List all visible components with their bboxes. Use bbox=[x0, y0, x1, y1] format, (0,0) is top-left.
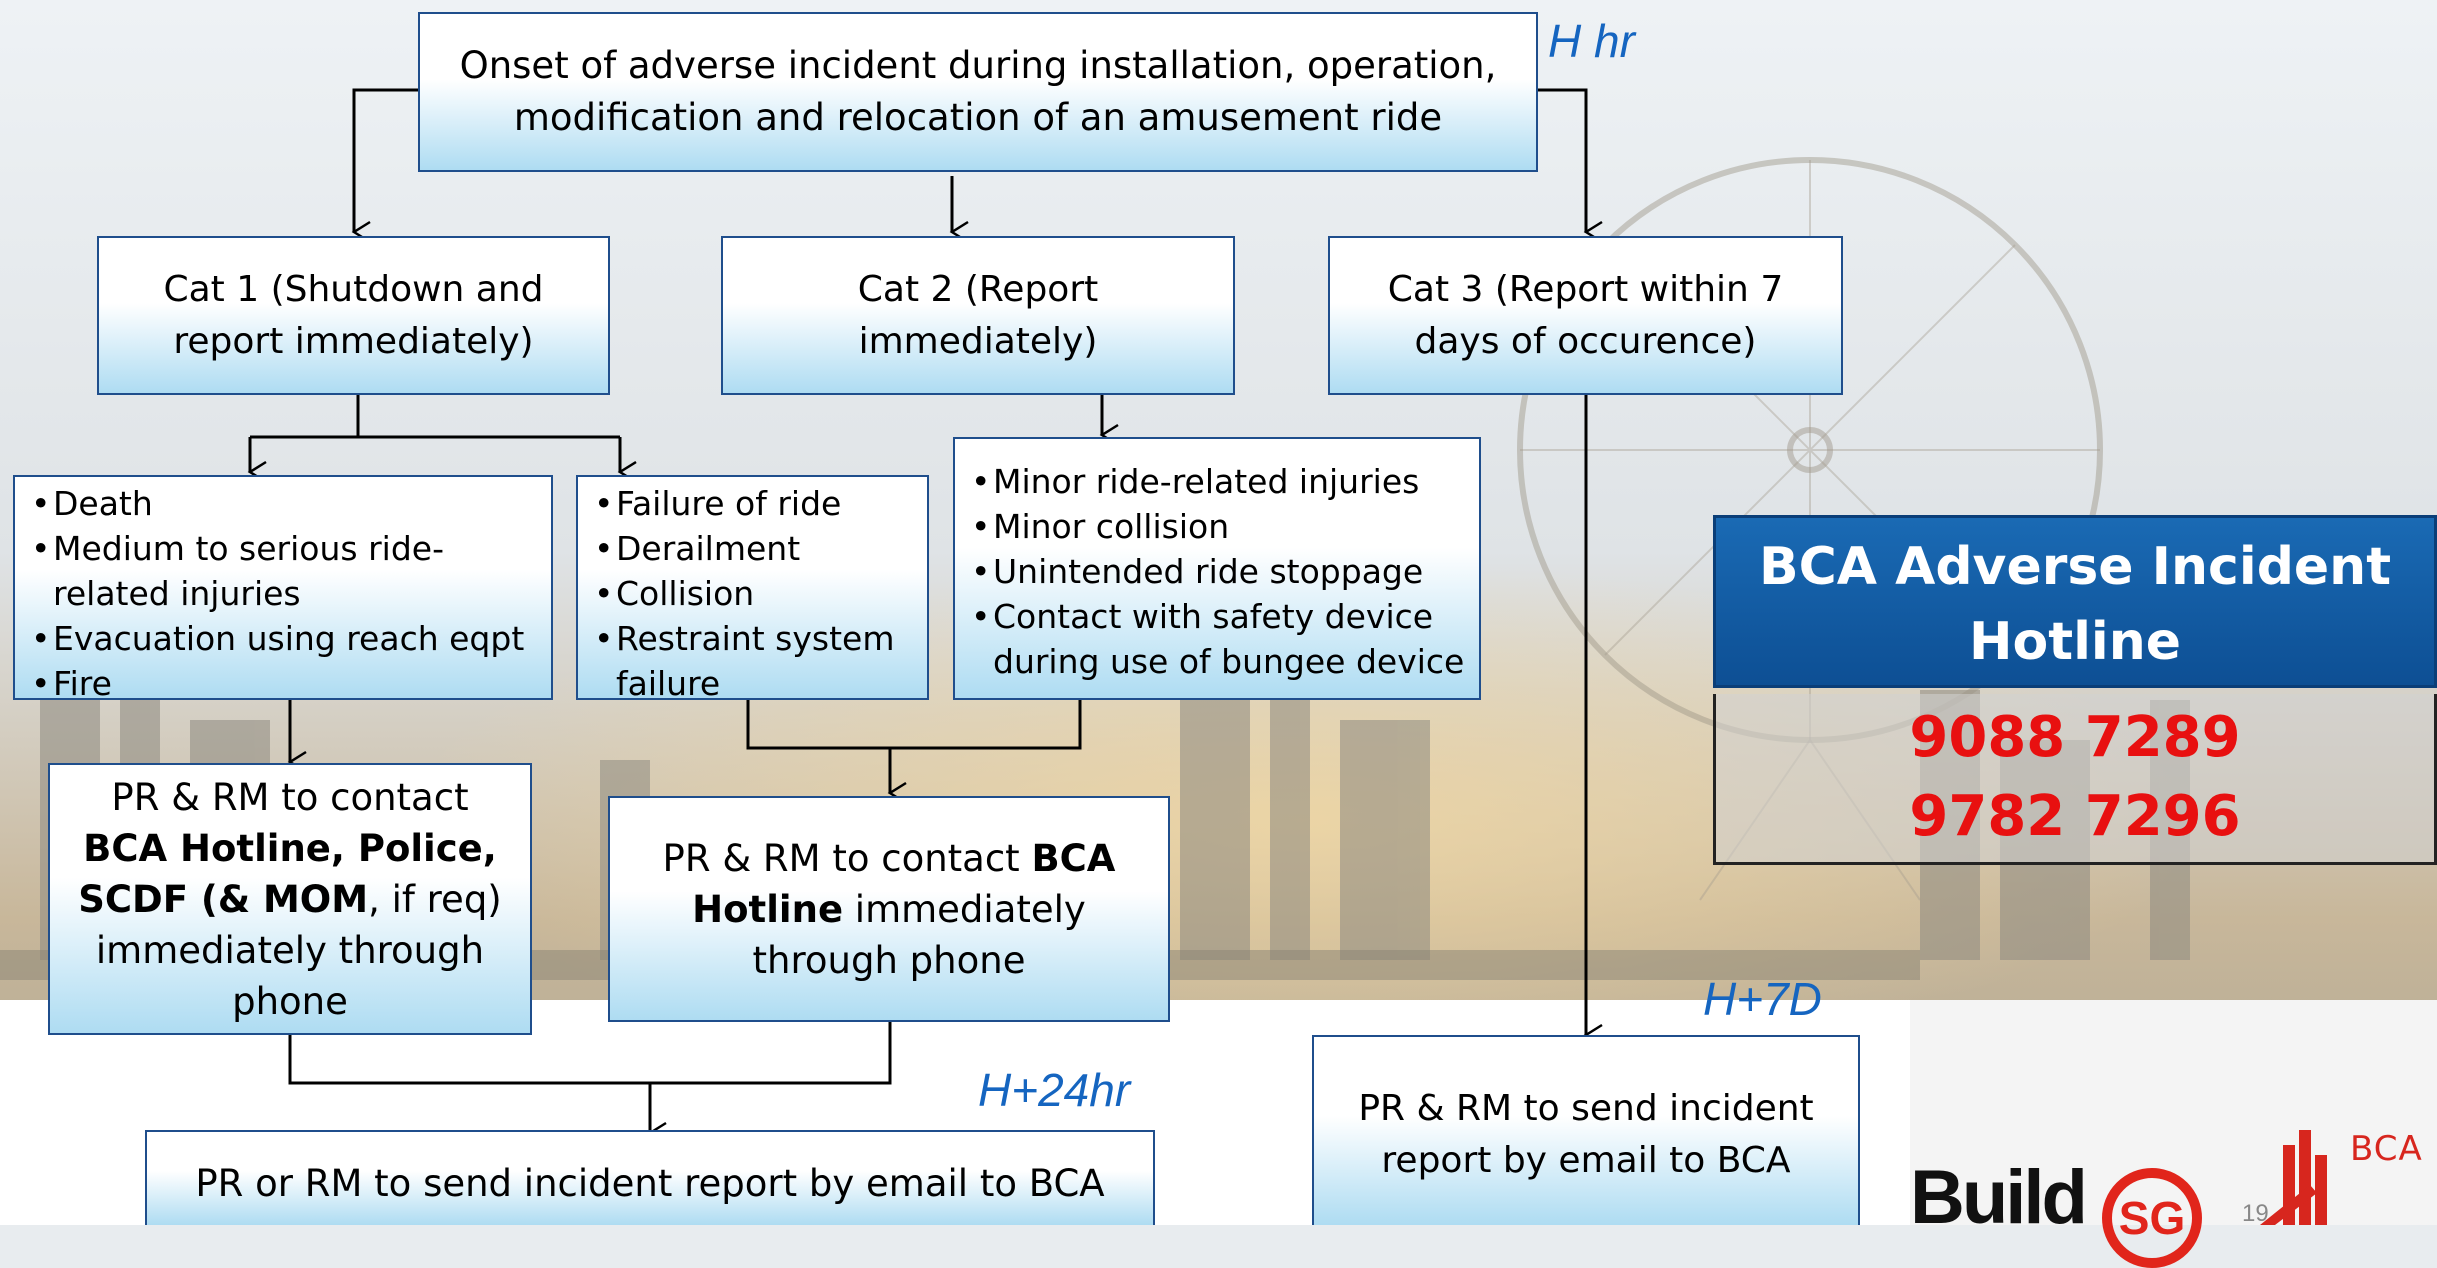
connector-lines bbox=[247, 88, 1603, 1145]
hotline-numbers: 9088 7289 9782 7296 bbox=[1713, 694, 2437, 865]
buildsg-logo-circle: SG bbox=[2102, 1168, 2202, 1268]
cat1-contact-box: PR & RM to contact BCA Hotline, Police, … bbox=[48, 763, 532, 1035]
hotline-number: 9088 7289 bbox=[1909, 705, 2241, 770]
cat1-text: Cat 1 (Shutdown and report immediately) bbox=[163, 268, 544, 362]
email-report-24hr-box: PR or RM to send incident report by emai… bbox=[145, 1130, 1155, 1225]
email-report-7d-box: PR & RM to send incident report by email… bbox=[1312, 1035, 1860, 1225]
cat2-contact-box: PR & RM to contact BCA Hotline immediate… bbox=[608, 796, 1170, 1022]
cat2-box: Cat 2 (Report immediately) bbox=[721, 236, 1235, 395]
list-item: Fire bbox=[27, 661, 541, 706]
time-label-h7d: H+7D bbox=[1703, 973, 1822, 1025]
email-report-24hr-text: PR or RM to send incident report by emai… bbox=[195, 1162, 1105, 1205]
cat1-box: Cat 1 (Shutdown and report immediately) bbox=[97, 236, 610, 395]
cat1-contact-text: PR & RM to contact BCA Hotline, Police, … bbox=[78, 775, 502, 1023]
bca-logo-text: BCA bbox=[2350, 1129, 2423, 1169]
list-item: Failure of ride bbox=[590, 481, 917, 526]
hotline-title: BCA Adverse Incident Hotline bbox=[1713, 515, 2437, 688]
bca-logo-mark-icon bbox=[2260, 1130, 2327, 1225]
cat2-text: Cat 2 (Report immediately) bbox=[857, 268, 1099, 362]
onset-box: Onset of adverse incident during install… bbox=[418, 12, 1538, 172]
cat1-examples-box: Death Medium to serious ride-related inj… bbox=[13, 475, 553, 706]
buildsg-logo: Build SG bbox=[1910, 1160, 2220, 1268]
cat3-text: Cat 3 (Report within 7 days of occurence… bbox=[1387, 268, 1784, 362]
onset-text: Onset of adverse incident during install… bbox=[459, 44, 1497, 139]
email-report-7d-text: PR & RM to send incident report by email… bbox=[1358, 1088, 1814, 1181]
cat2-examples-box-b: Minor ride-related injuries Minor collis… bbox=[953, 437, 1481, 700]
list-item: Evacuation using reach eqpt bbox=[27, 616, 541, 661]
cat2-contact-text: PR & RM to contact BCA Hotline immediate… bbox=[662, 836, 1116, 982]
time-label-h: H hr bbox=[1548, 15, 1635, 67]
buildsg-logo-text: Build bbox=[1910, 1155, 2088, 1240]
list-item: Collision bbox=[590, 571, 917, 616]
list-item: Medium to serious ride-related injuries bbox=[27, 526, 541, 616]
cat2-examples-box-a: Failure of ride Derailment Collision Res… bbox=[576, 475, 929, 703]
hotline-panel: BCA Adverse Incident Hotline 9088 7289 9… bbox=[1713, 515, 2437, 865]
list-item: Minor ride-related injuries bbox=[967, 459, 1469, 504]
list-item: Contact with safety device during use of… bbox=[967, 594, 1469, 684]
list-item: Derailment bbox=[590, 526, 917, 571]
cat3-box: Cat 3 (Report within 7 days of occurence… bbox=[1328, 236, 1843, 395]
list-item: Death bbox=[27, 481, 541, 526]
hotline-number: 9782 7296 bbox=[1909, 784, 2241, 849]
list-item: Restraint system failure bbox=[590, 616, 917, 706]
bca-logo: BCA bbox=[2255, 1125, 2422, 1225]
list-item: Minor collision bbox=[967, 504, 1469, 549]
time-label-h24: H+24hr bbox=[978, 1064, 1131, 1116]
list-item: Unintended ride stoppage bbox=[967, 549, 1469, 594]
